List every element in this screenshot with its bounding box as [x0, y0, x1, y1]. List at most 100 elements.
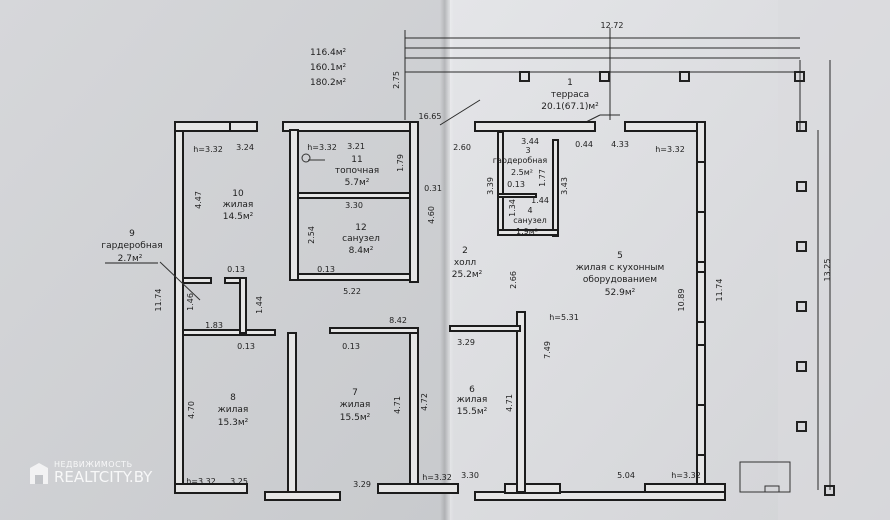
room-9-name: гардеробная — [101, 241, 162, 251]
dim-label: 0.13 — [227, 265, 245, 274]
dim-label: 3.25 — [230, 477, 248, 486]
room-10-area: 14.5м² — [223, 212, 254, 222]
dim-label: 1.83 — [205, 321, 223, 330]
room-11-name: топочная — [335, 166, 379, 176]
room-3-name: гардеробная — [493, 156, 548, 165]
room-8-area: 15.3м² — [218, 418, 249, 428]
room-8-name: жилая — [218, 405, 249, 415]
total-area-3: 180.2м² — [310, 78, 347, 88]
dim-label: 2.54 — [307, 226, 316, 244]
room-12-area: 8.4м² — [349, 246, 374, 256]
room-1-number: 1 — [567, 78, 573, 88]
dim-label: 0.13 — [342, 342, 360, 351]
room-1-area: 20.1(67.1)м² — [541, 102, 599, 112]
room-6-name: жилая — [457, 395, 488, 405]
dim-label: 3.30 — [461, 471, 479, 480]
paper-fold — [440, 0, 454, 520]
room-8-number: 8 — [230, 393, 236, 403]
dim-label: 1.79 — [396, 154, 405, 172]
room-11-area: 5.7м² — [345, 178, 370, 188]
dim-label: h=3.32 — [422, 473, 452, 482]
dim-label: 4.71 — [505, 394, 514, 412]
room-4-area: 1.9м² — [516, 227, 538, 236]
dim-label: 4.72 — [420, 393, 429, 411]
dim-label: h=3.32 — [307, 143, 337, 152]
dim-label: 2.66 — [509, 271, 518, 289]
room-2-number: 2 — [462, 246, 468, 256]
room-12-number: 12 — [355, 223, 366, 233]
dim-label: 3.21 — [347, 142, 365, 151]
room-5-name: жилая с кухонным — [576, 263, 665, 273]
dim-label: 13.25 — [823, 259, 832, 282]
dim-label: 3.39 — [486, 177, 495, 195]
dim-label: 7.49 — [543, 341, 552, 359]
dim-label: 2.60 — [453, 143, 471, 152]
room-9-area: 2.7м² — [118, 254, 143, 264]
dim-label: 16.65 — [419, 112, 442, 121]
dim-label: 3.24 — [236, 143, 254, 152]
total-area-1: 116.4м² — [310, 48, 347, 58]
room-6-number: 6 — [469, 385, 475, 395]
dim-label: 0.44 — [575, 140, 593, 149]
dim-label: 5.22 — [343, 287, 361, 296]
room-5-name-2: оборудованием — [583, 275, 657, 285]
room-3-number: 3 — [525, 146, 530, 155]
room-1-name: терраса — [551, 90, 589, 100]
dim-label: 5.04 — [617, 471, 635, 480]
room-7-area: 15.5м² — [340, 413, 371, 423]
dim-label: 11.74 — [715, 279, 724, 302]
room-2-name: холл — [454, 258, 476, 268]
dim-label: h=3.32 — [193, 145, 223, 154]
dim-label: 10.89 — [677, 289, 686, 312]
dim-label: 3.44 — [521, 137, 539, 146]
dim-label: 8.42 — [389, 316, 407, 325]
dim-label: 3.29 — [457, 338, 475, 347]
house-logo-icon — [30, 463, 48, 484]
room-7-number: 7 — [352, 388, 358, 398]
dim-label: 12.72 — [601, 21, 624, 30]
dim-label: 0.13 — [237, 342, 255, 351]
room-2-area: 25.2м² — [452, 270, 483, 280]
dim-label: 3.29 — [353, 480, 371, 489]
dim-label: 4.71 — [393, 396, 402, 414]
dim-label: 3.30 — [345, 201, 363, 210]
room-12-name: санузел — [342, 234, 380, 244]
dim-label: 1.77 — [538, 169, 547, 187]
room-3-area: 2.5м² — [511, 168, 533, 177]
dim-label: h=3.32 — [655, 145, 685, 154]
dim-label: 4.70 — [187, 401, 196, 419]
dim-label: 1.46 — [186, 293, 195, 311]
dim-label: 1.44 — [531, 196, 549, 205]
room-6-area: 15.5м² — [457, 407, 488, 417]
room-4-number: 4 — [527, 206, 532, 215]
dim-label: 3.43 — [560, 177, 569, 195]
room-9-number: 9 — [129, 229, 135, 239]
dim-label: h=5.31 — [549, 313, 579, 322]
dim-label: 1.34 — [508, 199, 517, 217]
room-5-area: 52.9м² — [605, 288, 636, 298]
dim-label: 0.13 — [317, 265, 335, 274]
dim-label: 4.60 — [427, 206, 436, 224]
room-7-name: жилая — [340, 400, 371, 410]
watermark-subtitle: НЕДВИЖИМОСТЬ — [54, 460, 133, 469]
dim-label: 11.74 — [154, 289, 163, 312]
dim-label: 0.31 — [424, 184, 442, 193]
room-10-number: 10 — [232, 189, 244, 199]
room-11-number: 11 — [351, 155, 362, 165]
total-area-2: 160.1м² — [310, 63, 347, 73]
dim-label: 4.33 — [611, 140, 629, 149]
room-10-name: жилая — [223, 200, 254, 210]
room-4-name: санузел — [513, 216, 547, 225]
dim-label: h=3.32 — [186, 477, 216, 486]
room-5-number: 5 — [617, 251, 623, 261]
dim-label: h=3.32 — [671, 471, 701, 480]
dim-label: 1.44 — [255, 296, 264, 314]
watermark-title: REALTCITY.BY — [54, 468, 153, 486]
dim-label: 0.13 — [507, 180, 525, 189]
dim-label: 4.47 — [194, 191, 203, 209]
dim-label: 2.75 — [392, 71, 401, 89]
